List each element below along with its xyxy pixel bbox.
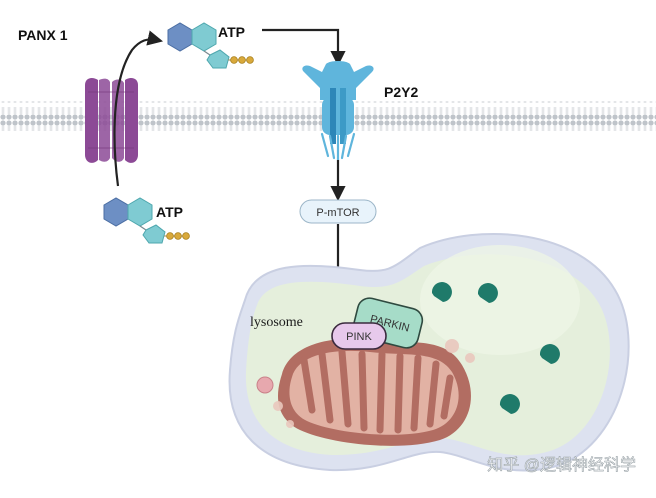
vesicle [499,394,520,414]
atp-binding-arrow [262,28,346,67]
atp-label-bottom: ATP [156,204,183,220]
p2y2-label: P2Y2 [384,84,418,100]
pink-label: PINK [346,331,372,343]
panx1-channel [85,77,138,163]
pink-pill [331,322,387,350]
mitochondrion [273,338,475,446]
p2y2-receptor [302,61,374,162]
atp-molecule-top [167,22,254,69]
atp-molecule-bottom [103,197,190,244]
atp-label-top: ATP [218,24,245,40]
vesicle [477,283,498,303]
pmtor-pill [299,199,377,224]
watermark: 知乎 @逻辑神经科学 [487,456,636,474]
panx1-label: PANX 1 [18,27,68,43]
mito-fragment [256,376,274,394]
atp-release-arrow [113,30,164,187]
lysosome-label: lysosome [250,315,303,330]
vesicle [431,282,452,302]
vesicle [539,344,560,364]
pmtor-label: P-mTOR [316,207,359,219]
